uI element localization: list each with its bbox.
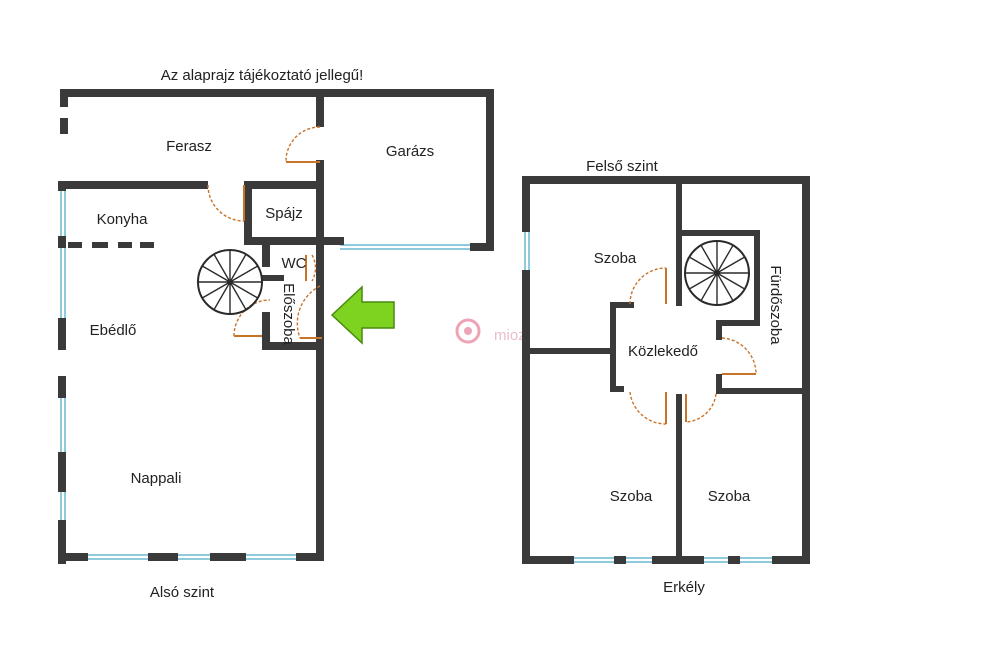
room-kozlekedo: Közlekedő: [628, 343, 698, 360]
balcony-label: Erkély: [663, 579, 705, 596]
door-wc: [311, 254, 317, 282]
upper-floor-title: Felső szint: [586, 158, 659, 175]
door-szoba-left: [629, 391, 667, 425]
watermark-text: mioz: [494, 327, 526, 344]
room-spajz: Spájz: [265, 205, 303, 222]
room-szoba-top: Szoba: [594, 250, 637, 267]
upper-floor: Felső szint Szoba Fürdőszoba Közlekedő S…: [522, 158, 810, 596]
room-furdoszoba: Fürdőszoba: [767, 265, 784, 345]
room-szoba-left: Szoba: [610, 488, 653, 505]
watermark-logo: mioz: [455, 318, 526, 344]
room-szoba-right: Szoba: [708, 488, 751, 505]
entrance-arrow-icon: [330, 285, 395, 345]
door-furdoszoba: [721, 337, 757, 375]
room-nappali: Nappali: [131, 470, 182, 487]
room-ebedlo: Ebédlő: [90, 322, 137, 339]
door-eloszoba: [233, 299, 271, 337]
room-konyha: Konyha: [97, 211, 149, 228]
door-szoba-right: [685, 393, 717, 423]
door-szoba-top: [629, 267, 667, 305]
disclaimer-note: Az alaprajz tájékoztató jellegű!: [161, 67, 364, 84]
spiral-staircase-icon: [197, 249, 263, 315]
door-spajz: [207, 184, 245, 222]
door-entrance: [296, 285, 321, 339]
lower-floor-title: Alsó szint: [150, 584, 215, 601]
door-ferasz-garazs: [285, 126, 321, 163]
spiral-staircase-icon: [684, 240, 750, 306]
room-wc: WC: [282, 255, 307, 272]
lower-floor: Ferasz Garázs Konyha Spájz WC Előszoba E…: [58, 89, 494, 601]
room-ferasz: Ferasz: [166, 138, 212, 155]
room-eloszoba: Előszoba: [280, 283, 297, 345]
room-garazs: Garázs: [386, 143, 434, 160]
